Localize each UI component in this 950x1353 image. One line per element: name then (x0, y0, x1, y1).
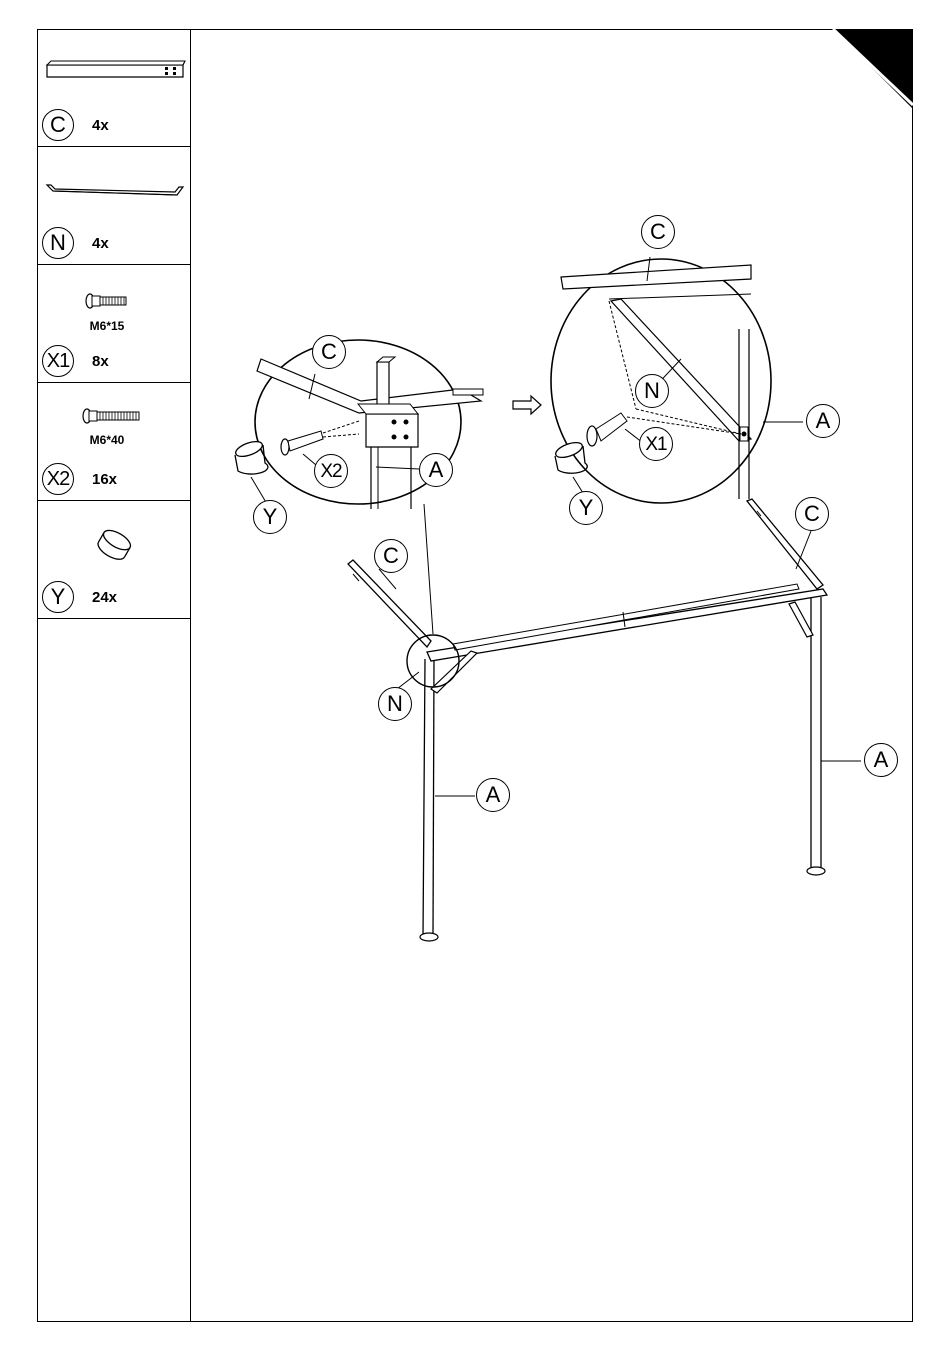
detail-zoom-circle-1 (255, 340, 483, 509)
callout-x2-detail-1: X2 (314, 454, 348, 488)
assembly-diagram (191, 29, 913, 1322)
part-cell-y: Y 24x (37, 501, 190, 619)
parts-list-sidebar: C 4x N 4x M6*15 X1 8x (37, 29, 191, 1322)
callout-n-frame: N (378, 687, 412, 721)
frame-assembly (348, 499, 861, 941)
part-cell-c: C 4x (37, 29, 190, 147)
part-cell-n: N 4x (37, 147, 190, 265)
callout-c-frame-left: C (374, 539, 408, 573)
bolt-size-spec: M6*40 (37, 433, 177, 447)
callout-a-frame-left: A (476, 778, 510, 812)
callout-n-detail-2: N (635, 374, 669, 408)
detail-zoom-circle-2 (551, 257, 803, 503)
callout-a-detail-2: A (806, 404, 840, 438)
part-letter-badge: C (42, 109, 74, 141)
callout-a-frame-right: A (864, 743, 898, 777)
callout-y-detail-1: Y (253, 500, 287, 534)
callout-c-detail-1: C (312, 335, 346, 369)
part-quantity: 16x (92, 471, 117, 488)
callout-y-detail-2: Y (569, 491, 603, 525)
part-letter-badge: X1 (42, 345, 74, 377)
assembly-illustration-area: C X2 A Y C N X1 A Y C C N A A (191, 29, 913, 1322)
part-quantity: 8x (92, 353, 109, 370)
callout-c-detail-2: C (641, 215, 675, 249)
part-quantity: 4x (92, 235, 109, 252)
callout-x1-detail-2: X1 (639, 427, 673, 461)
callout-a-detail-1: A (419, 453, 453, 487)
end-cap-y-detail-1 (234, 439, 268, 504)
part-quantity: 24x (92, 589, 117, 606)
part-cell-x1: M6*15 X1 8x (37, 265, 190, 383)
part-letter-badge: X2 (42, 463, 74, 495)
part-quantity: 4x (92, 117, 109, 134)
part-letter-badge: N (42, 227, 74, 259)
bolt-size-spec: M6*15 (37, 319, 177, 333)
part-letter-badge: Y (42, 581, 74, 613)
callout-c-frame-right: C (795, 497, 829, 531)
right-arrow-icon (513, 396, 541, 414)
part-cell-x2: M6*40 X2 16x (37, 383, 190, 501)
